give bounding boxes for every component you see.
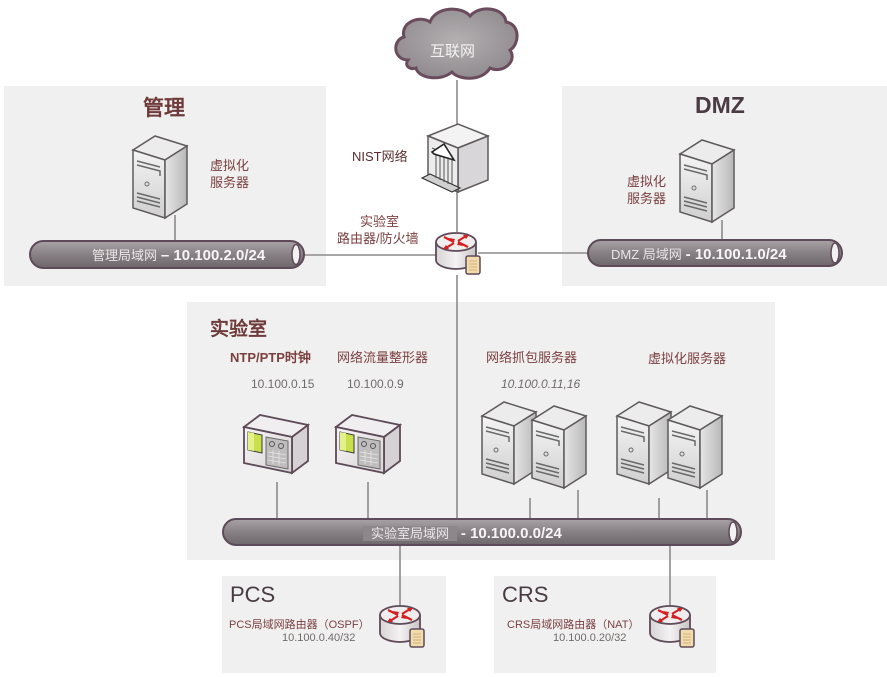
dmz-lan-pipe [587,239,843,267]
mgmt-server-icon [132,135,188,219]
nist-label: NIST网络 [352,149,408,164]
dmz-server-icon [679,139,735,223]
ntp-clock-label: NTP/PTP时钟 [230,350,311,365]
shaper-label: 网络流量整形器 [337,350,429,365]
pcs-router-ip: 10.100.0.40/32 [282,632,356,644]
crs-router-label: CRS局域网路由器（NAT） [507,619,640,631]
pcs-zone-title: PCS [230,582,276,607]
capture-server-label: 网络抓包服务器 [486,350,578,365]
crs-router-icon [648,604,696,649]
internet-label: 互联网 [430,43,476,60]
traffic-shaper-icon [335,414,401,474]
mgmt-lan-label: 管理局域网 – 10.100.2.0/24 [92,245,265,264]
lab-router-label-2: 路由器/防火墙 [337,231,419,246]
virt-server-label: 虚拟化服务器 [648,351,727,366]
dmz-lan-name: DMZ 局域网 [611,247,682,262]
lab-router-firewall-icon [434,231,482,276]
pcs-router-icon [378,604,426,649]
internet-cloud-icon [394,7,519,80]
lab-zone-title: 实验室 [210,319,268,340]
mgmt-server-label-2: 服务器 [210,175,250,190]
shaper-ip: 10.100.0.9 [347,377,404,391]
lab-lan-label: 实验室局域网 - 10.100.0.0/24 [363,523,562,542]
mgmt-lan-subnet: – 10.100.2.0/24 [160,247,266,264]
lab-lan-pipe [222,518,742,546]
dmz-lan-label: DMZ 局域网 - 10.100.1.0/24 [611,244,787,263]
lab-lan-subnet: - 10.100.0.0/24 [460,525,562,542]
crs-router-ip: 10.100.0.20/32 [553,632,627,644]
capture-server-2-icon [531,405,587,489]
mgmt-zone-title: 管理 [143,97,185,120]
capture-server-ip: 10.100.0.11,16 [501,377,581,391]
lab-router-label-1: 实验室 [360,214,400,229]
mgmt-lan-pipe [29,240,305,269]
mgmt-lan-name: 管理局域网 [92,248,158,263]
dmz-server-label-1: 虚拟化 [627,174,667,189]
pcs-router-label: PCS局域网路由器（OSPF） [229,619,370,631]
dmz-server-label-2: 服务器 [627,191,667,206]
dmz-zone-title: DMZ [695,92,745,118]
dmz-lan-subnet: - 10.100.1.0/24 [685,246,787,263]
virt-server-2-icon [667,405,723,489]
connection-lines [174,80,723,608]
mgmt-server-label-1: 虚拟化 [210,158,250,173]
ntp-ptp-clock-icon [243,414,309,474]
crs-zone-title: CRS [502,582,549,607]
capture-server-1-icon [481,401,537,485]
virt-server-1-icon [616,401,672,485]
lab-lan-name: 实验室局域网 [363,526,458,541]
ntp-clock-ip: 10.100.0.15 [251,377,315,391]
nist-network-icon [420,123,491,194]
